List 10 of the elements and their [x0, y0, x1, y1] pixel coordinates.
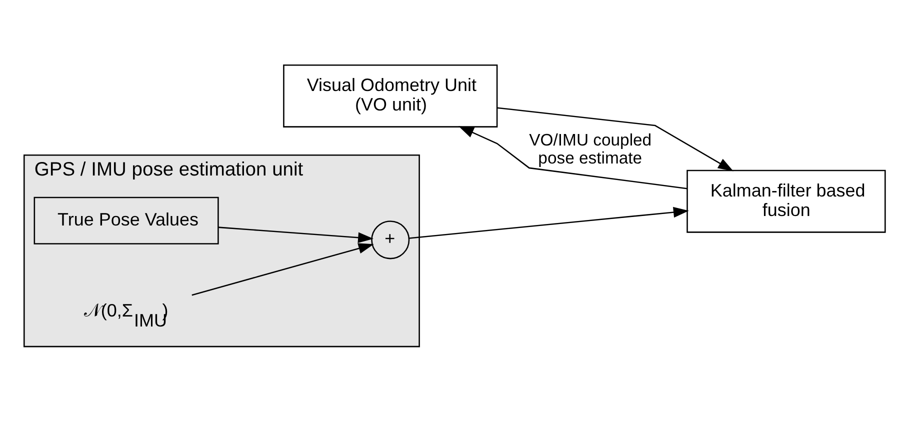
- edge-label: VO/IMU coupled pose estimate: [529, 130, 652, 167]
- arrow: [218, 226, 374, 243]
- arrow: [458, 126, 688, 189]
- arrow: [497, 106, 734, 171]
- arrow: [409, 206, 689, 238]
- arrow: [192, 242, 374, 296]
- node-circle: +: [371, 220, 410, 259]
- node-box: Kalman-filter based fusion: [686, 169, 886, 232]
- node-box: Visual Odometry Unit (VO unit): [283, 64, 498, 127]
- node-box: True Pose Values: [34, 196, 219, 244]
